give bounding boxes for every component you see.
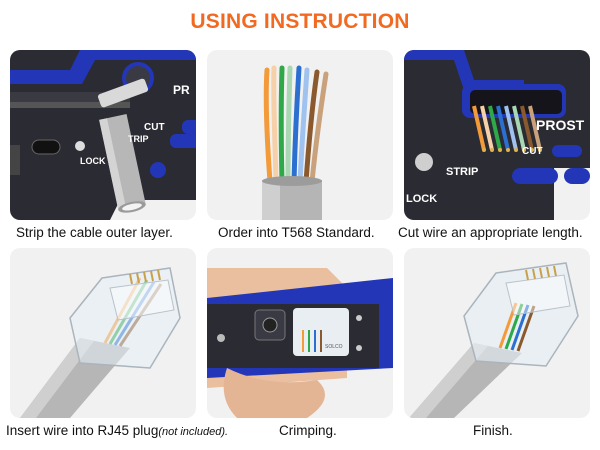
step-2-caption: Order into T568 Standard.: [218, 225, 375, 240]
rj45-plug-icon: [10, 248, 196, 418]
step-3-caption: Cut wire an appropriate length.: [398, 225, 583, 240]
tool-stripping-cable-icon: PR CUT TRIP LOCK: [10, 50, 196, 220]
tool-lock-label: LOCK: [406, 193, 437, 205]
step-2-image: [207, 50, 393, 220]
step-1-caption: Strip the cable outer layer.: [16, 225, 173, 240]
twisted-pairs-icon: [207, 50, 393, 220]
step-5-image: SOLCO: [207, 248, 393, 418]
page-title: USING INSTRUCTION: [190, 10, 410, 33]
hand-crimping-tool-icon: SOLCO: [207, 248, 393, 418]
step-5-caption: Crimping.: [279, 423, 337, 438]
tool-cut-label: CUT: [144, 122, 165, 133]
tool-brand-label: PR: [173, 83, 190, 97]
tool-cutting-wires-icon: PROST CUT STRIP LOCK: [404, 50, 590, 220]
finished-rj45-plug-icon: [404, 248, 590, 418]
step-4-caption-text: Insert wire into RJ45 plug: [6, 423, 159, 438]
tool-strip-label: STRIP: [446, 166, 478, 178]
step-6-image: [404, 248, 590, 418]
tool-lock-label: LOCK: [80, 156, 106, 166]
step-3-image: PROST CUT STRIP LOCK: [404, 50, 590, 220]
tool-brand-label: PROST: [536, 117, 585, 133]
step-6-caption: Finish.: [473, 423, 513, 438]
tool-model-label: SOLCO: [325, 344, 343, 350]
step-4-image: [10, 248, 196, 418]
tool-strip-label: TRIP: [128, 134, 149, 144]
step-1-image: PR CUT TRIP LOCK: [10, 50, 196, 220]
step-4-caption-note: (not included).: [158, 426, 229, 438]
step-4-caption: Insert wire into RJ45 plug(not included)…: [6, 423, 228, 438]
tool-cut-label: CUT: [522, 146, 543, 157]
